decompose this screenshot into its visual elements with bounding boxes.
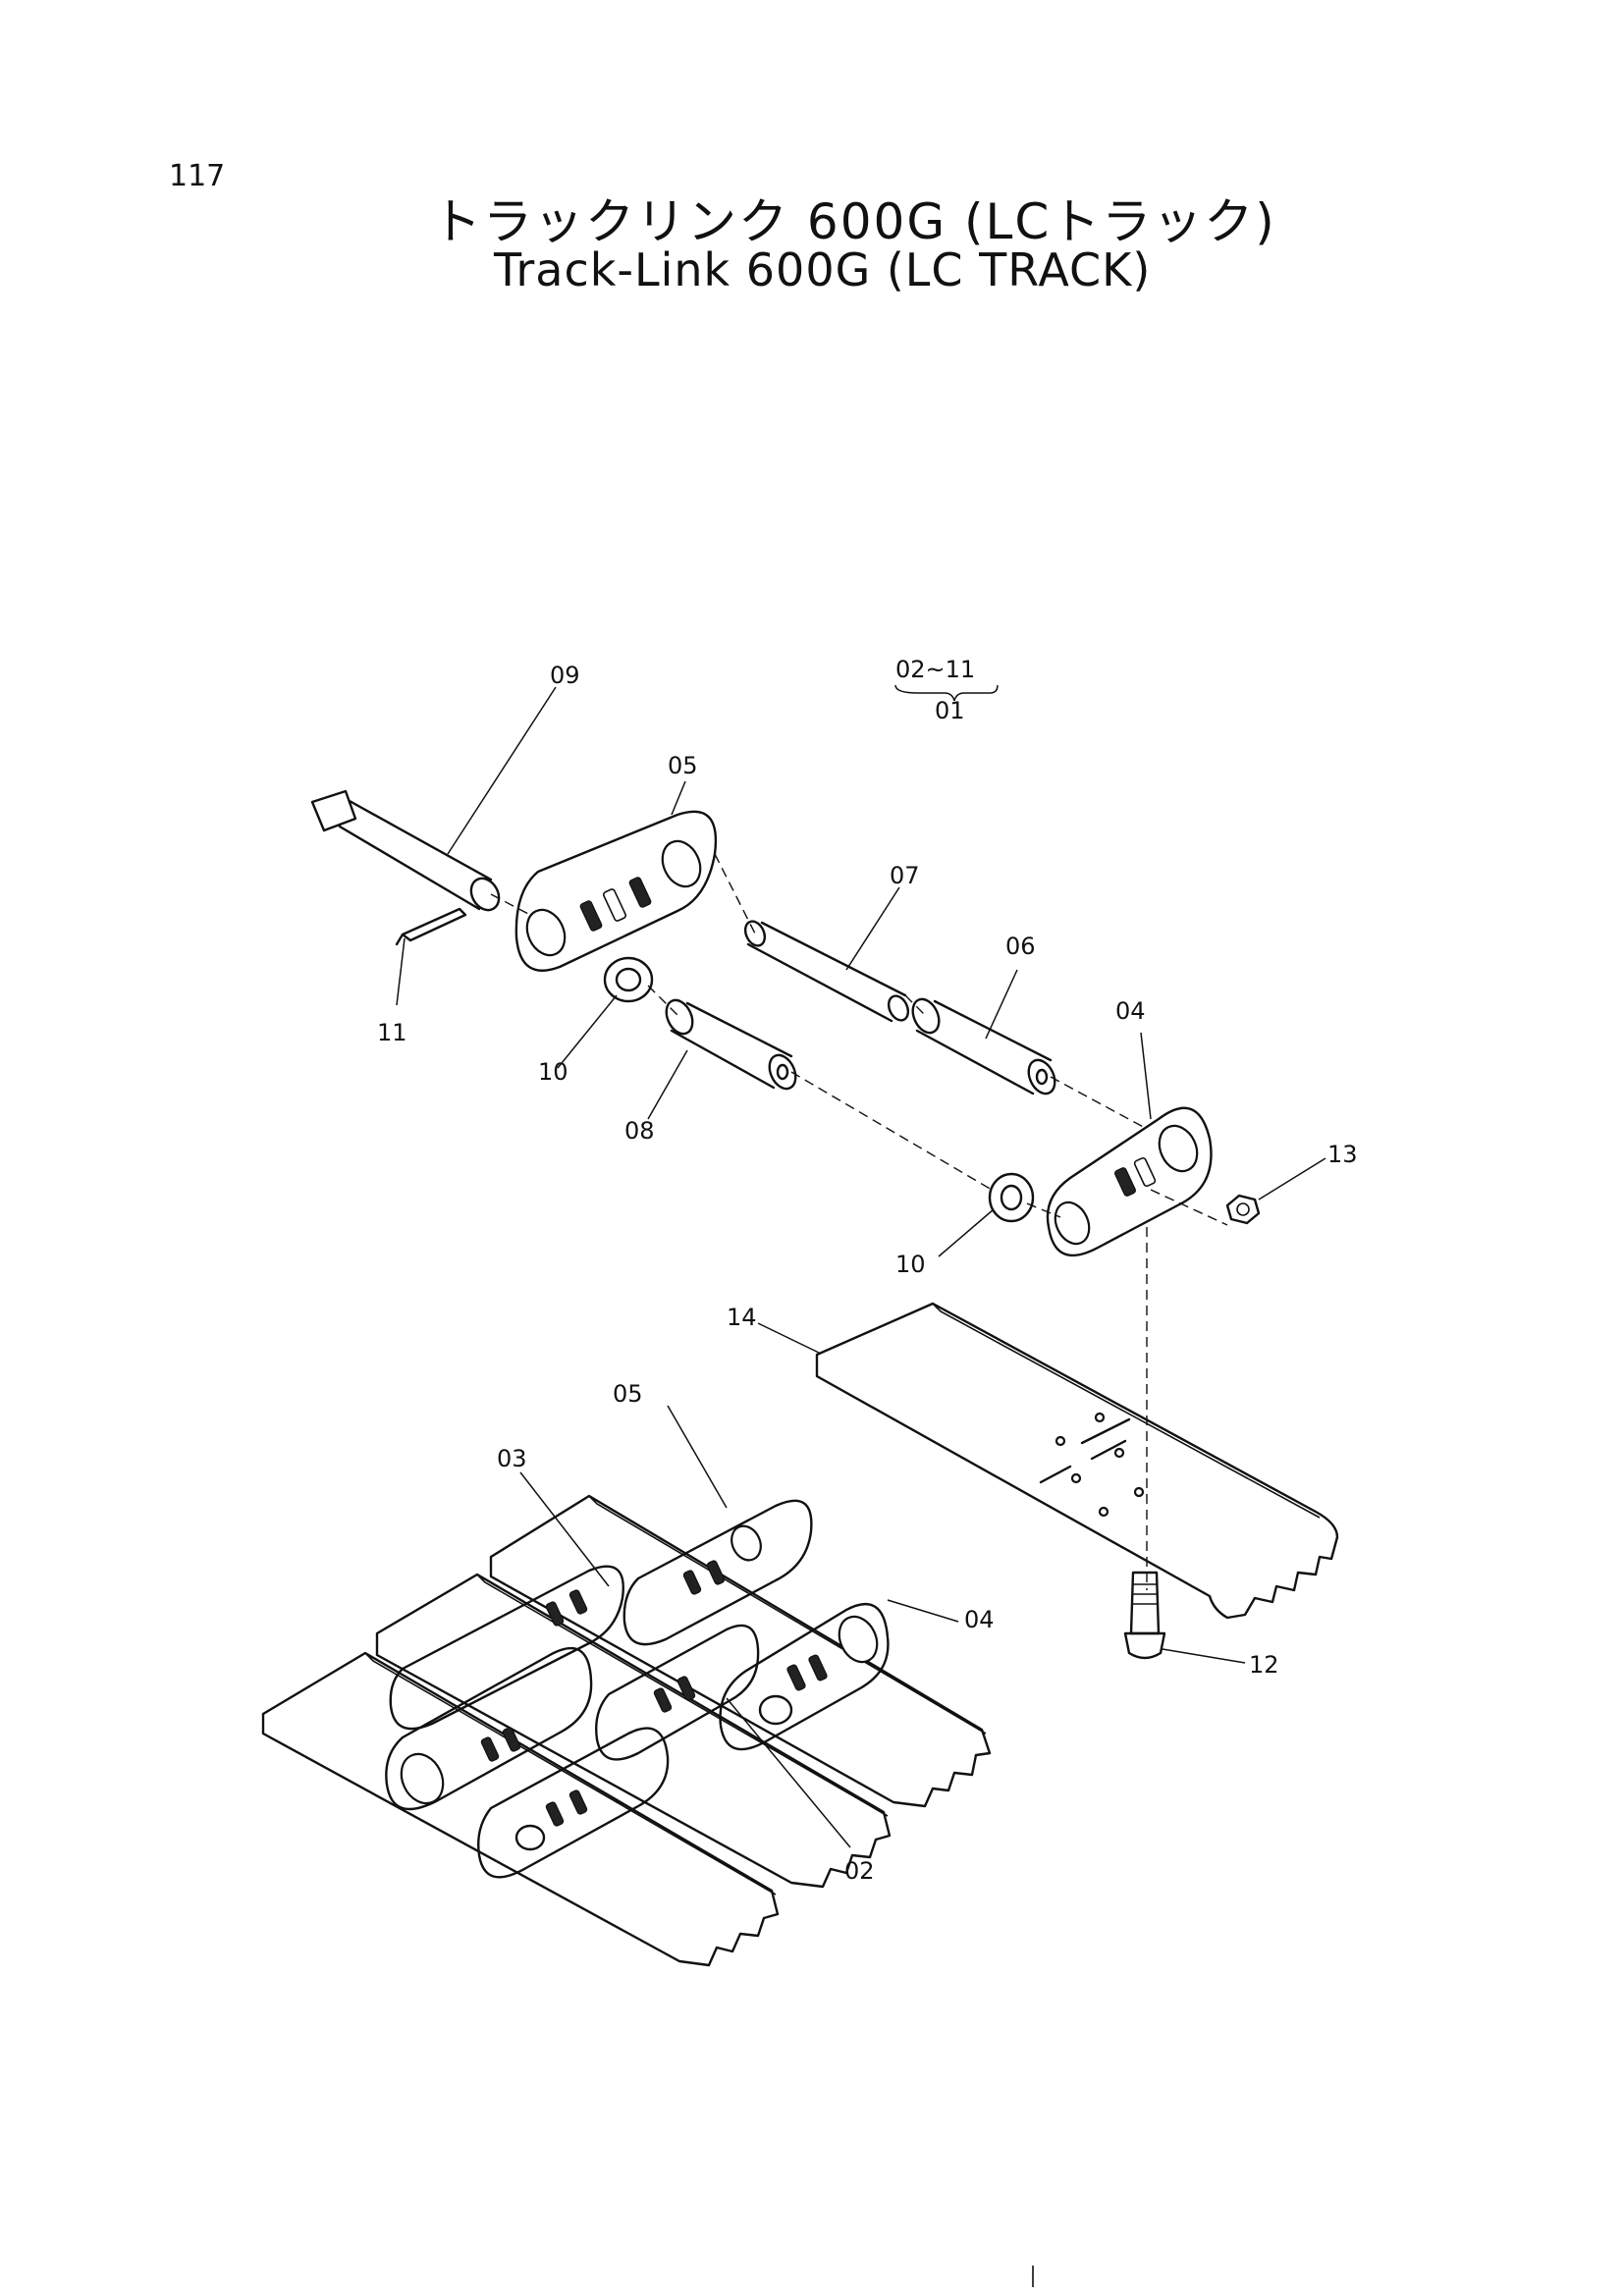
leader-07 <box>845 886 900 971</box>
leader-09 <box>447 686 557 855</box>
leader-04a <box>1140 1032 1152 1120</box>
callout-09: 09 <box>550 662 580 689</box>
leader-04b <box>887 1599 959 1623</box>
page-number: 117 <box>169 159 226 193</box>
leader-05b <box>667 1405 728 1509</box>
leader-05a <box>671 780 686 816</box>
leader-12 <box>1162 1648 1246 1664</box>
page-title-english: Track-Link 600G (LC TRACK) <box>494 243 1152 296</box>
callout-02: 02 <box>844 1857 875 1885</box>
callout-07: 07 <box>890 862 920 889</box>
leader-10b <box>938 1208 995 1257</box>
callout-08: 08 <box>624 1117 655 1145</box>
assembly-note-brace <box>894 684 999 702</box>
callout-06: 06 <box>1005 933 1036 960</box>
part-13-nut <box>1225 1194 1261 1225</box>
part-10-seal-upper <box>603 956 654 1003</box>
leader-11 <box>396 937 406 1006</box>
callout-03: 03 <box>497 1445 527 1472</box>
callout-04-lower: 04 <box>964 1606 995 1633</box>
callout-05-lower: 05 <box>613 1380 643 1408</box>
callout-12: 12 <box>1249 1651 1279 1679</box>
part-08-bushing <box>665 998 797 1091</box>
page-title-japanese: トラックリンク 600G (LCトラック) <box>432 193 1276 250</box>
assembly-note-denominator: 01 <box>935 697 965 724</box>
part-11-lock-pin <box>395 907 467 946</box>
leader-02 <box>726 1697 851 1848</box>
callout-10-lower: 10 <box>895 1251 926 1278</box>
part-10-seal-lower <box>988 1172 1035 1223</box>
leader-13 <box>1258 1157 1326 1201</box>
leader-10a <box>557 994 618 1069</box>
assembly-note: 02~11 01 <box>894 656 999 724</box>
callout-05-upper: 05 <box>668 752 698 779</box>
part-04-link-upper <box>1046 1106 1213 1256</box>
leader-08 <box>647 1049 688 1120</box>
part-14-shoe-plate <box>815 1302 1339 1620</box>
part-05-link-upper <box>514 810 718 972</box>
part-06-bushing <box>911 997 1056 1095</box>
leader-03 <box>519 1471 610 1587</box>
leader-14 <box>757 1322 820 1354</box>
part-07-pin <box>743 920 910 1023</box>
callout-04-upper: 04 <box>1115 997 1146 1025</box>
part-09-master-pin <box>310 789 501 912</box>
assembly-note-numerator: 02~11 <box>895 656 975 683</box>
callout-14: 14 <box>727 1304 757 1331</box>
assembled-track-section <box>261 1494 992 1967</box>
callout-11: 11 <box>377 1019 407 1046</box>
callout-13: 13 <box>1327 1141 1358 1168</box>
part-12-bolt <box>1123 1571 1166 1660</box>
callout-10-upper: 10 <box>538 1058 568 1086</box>
leader-06 <box>985 969 1018 1040</box>
